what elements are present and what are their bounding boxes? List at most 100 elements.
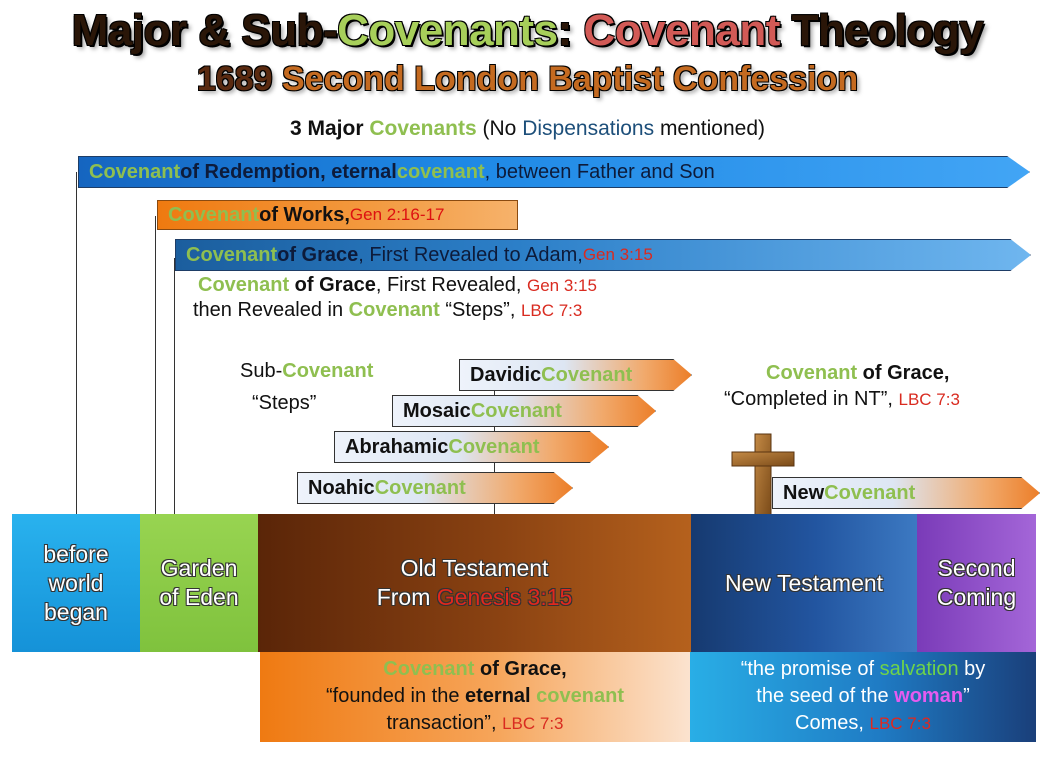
timeline-old-testament: Old Testament From Genesis 3:15 <box>258 514 691 652</box>
label-text: Covenant <box>282 360 374 382</box>
box-text: the seed of the <box>756 685 895 707</box>
box-text: “the promise of <box>740 658 880 680</box>
arrow-text: Covenant <box>824 481 916 504</box>
scripture-reference: LBC 7:3 <box>869 714 931 733</box>
timeline-before-world-began: before world began <box>12 514 140 652</box>
box-text: salvation <box>879 658 959 680</box>
scripture-reference: LBC 7:3 <box>502 714 564 733</box>
box-line: “the promise of salvation by <box>690 656 1036 683</box>
arrow-text: Covenant <box>448 435 540 458</box>
scripture-reference: Gen 3:15 <box>527 276 597 295</box>
note-text: Covenant <box>766 362 858 384</box>
note-text: “Completed in NT”, <box>724 388 899 410</box>
header-segment: 3 Major <box>289 117 370 140</box>
covenant-of-redemption-arrow: Covenant of Redemption, eternal covenant… <box>78 156 1030 188</box>
davidic-covenant-arrow: Davidic Covenant <box>459 359 692 391</box>
header-segment: Dispensations <box>522 117 655 140</box>
label-text: “Steps” <box>252 392 317 414</box>
arrow-text: , First Revealed to Adam, <box>358 243 583 266</box>
note-text: “Steps”, <box>439 299 521 321</box>
grace-note-line2: then Revealed in Covenant “Steps”, LBC 7… <box>193 299 582 322</box>
arrow-text: Covenant <box>186 243 278 266</box>
title-segment: Covenant <box>583 6 780 55</box>
title-segment: Theology <box>779 6 984 55</box>
mosaic-covenant-arrow: Mosaic Covenant <box>392 395 656 427</box>
scripture-reference: Gen 3:15 <box>582 245 653 264</box>
title-segment: : <box>557 6 584 55</box>
box-line: Comes, LBC 7:3 <box>690 710 1036 737</box>
cross-icon <box>731 433 795 516</box>
note-text: of Grace, <box>857 362 950 384</box>
arrow-text: Abrahamic <box>345 435 449 458</box>
grace-note-line1: Covenant of Grace, First Revealed, Gen 3… <box>198 274 597 297</box>
box-text: covenant <box>536 685 624 707</box>
box-text: “founded in the <box>326 685 466 707</box>
box-line: “founded in the eternal covenant <box>260 683 690 710</box>
arrow-text: of Works, <box>259 203 350 226</box>
timeline-second-coming: Second Coming <box>917 514 1036 652</box>
box-text: ” <box>963 685 970 707</box>
scripture-reference: LBC 7:3 <box>898 390 960 409</box>
box-text: transaction”, <box>386 712 503 734</box>
note-text: then Revealed in <box>193 299 349 321</box>
timeline-label: New Testament <box>724 569 884 596</box>
arrow-text: Covenant <box>541 363 633 386</box>
noahic-covenant-arrow: Noahic Covenant <box>297 472 573 504</box>
sub-covenant-label: Sub-Covenant <box>240 360 373 383</box>
timeline-garden-of-eden: Garden of Eden <box>140 514 258 652</box>
box-line: the seed of the woman” <box>690 683 1036 710</box>
box-text: Comes, <box>795 712 870 734</box>
covenant-of-grace-founded-box: Covenant of Grace, “founded in the etern… <box>260 652 690 742</box>
label-text: Sub- <box>240 360 283 382</box>
title-segment: Covenants <box>337 6 558 55</box>
arrow-text: of Grace <box>277 243 359 266</box>
completed-note-line2: “Completed in NT”, LBC 7:3 <box>724 388 960 411</box>
timeline-label: Second Coming <box>936 555 1017 610</box>
timeline-label: Old Testament <box>400 555 549 581</box>
arrow-text: Mosaic <box>403 399 471 422</box>
header-segment: mentioned) <box>654 117 766 140</box>
arrow-text: of Redemption, eternal <box>180 160 397 183</box>
subtitle-segment: 1689 <box>196 60 282 98</box>
new-covenant-arrow: New Covenant <box>772 477 1040 509</box>
arrow-text: Covenant <box>168 203 260 226</box>
subtitle-segment: Second London Baptist Confession <box>281 60 859 98</box>
box-line: transaction”, LBC 7:3 <box>260 710 690 737</box>
timeline-new-testament: New Testament <box>691 514 917 652</box>
timeline-label: From <box>376 584 437 610</box>
connector-line <box>174 258 175 515</box>
note-text: Covenant <box>348 299 440 321</box>
box-text: woman <box>894 685 964 707</box>
arrow-text: covenant <box>396 160 485 183</box>
arrow-text: Noahic <box>308 476 375 499</box>
connector-line <box>155 216 156 515</box>
timeline-label: Genesis 3:15 <box>436 584 573 610</box>
major-covenants-header: 3 Major Covenants (No Dispensations ment… <box>0 117 1055 141</box>
arrow-text: New <box>783 481 825 504</box>
box-text: of Grace, <box>474 658 567 680</box>
box-text: by <box>958 658 986 680</box>
page-title: Major & Sub-Covenants: Covenant Theology <box>0 6 1055 56</box>
note-text: of Grace <box>289 274 376 296</box>
box-text: Covenant <box>383 658 475 680</box>
timeline-label: before world began <box>43 540 109 625</box>
box-line: Covenant of Grace, <box>260 656 690 683</box>
steps-label: “Steps” <box>252 392 316 415</box>
timeline-label: Garden of Eden <box>159 555 239 610</box>
completed-note-line1: Covenant of Grace, <box>766 362 949 385</box>
header-segment: Covenants <box>369 117 477 140</box>
promise-of-salvation-box: “the promise of salvation by the seed of… <box>690 652 1036 742</box>
covenant-of-grace-arrow: Covenant of Grace, First Revealed to Ada… <box>175 239 1031 271</box>
arrow-text: Covenant <box>374 476 466 499</box>
abrahamic-covenant-arrow: Abrahamic Covenant <box>334 431 609 463</box>
arrow-text: Covenant <box>89 160 181 183</box>
title-segment: Major & Sub- <box>71 6 338 55</box>
note-text: Covenant <box>198 274 290 296</box>
arrow-text: Davidic <box>470 363 542 386</box>
header-segment: (No <box>476 117 523 140</box>
scripture-reference: Gen 2:16-17 <box>349 205 445 224</box>
box-text: eternal <box>465 685 531 707</box>
covenant-of-works-box: Covenant of Works, Gen 2:16-17 <box>157 200 518 230</box>
scripture-reference: LBC 7:3 <box>520 301 583 320</box>
connector-line <box>76 172 77 515</box>
